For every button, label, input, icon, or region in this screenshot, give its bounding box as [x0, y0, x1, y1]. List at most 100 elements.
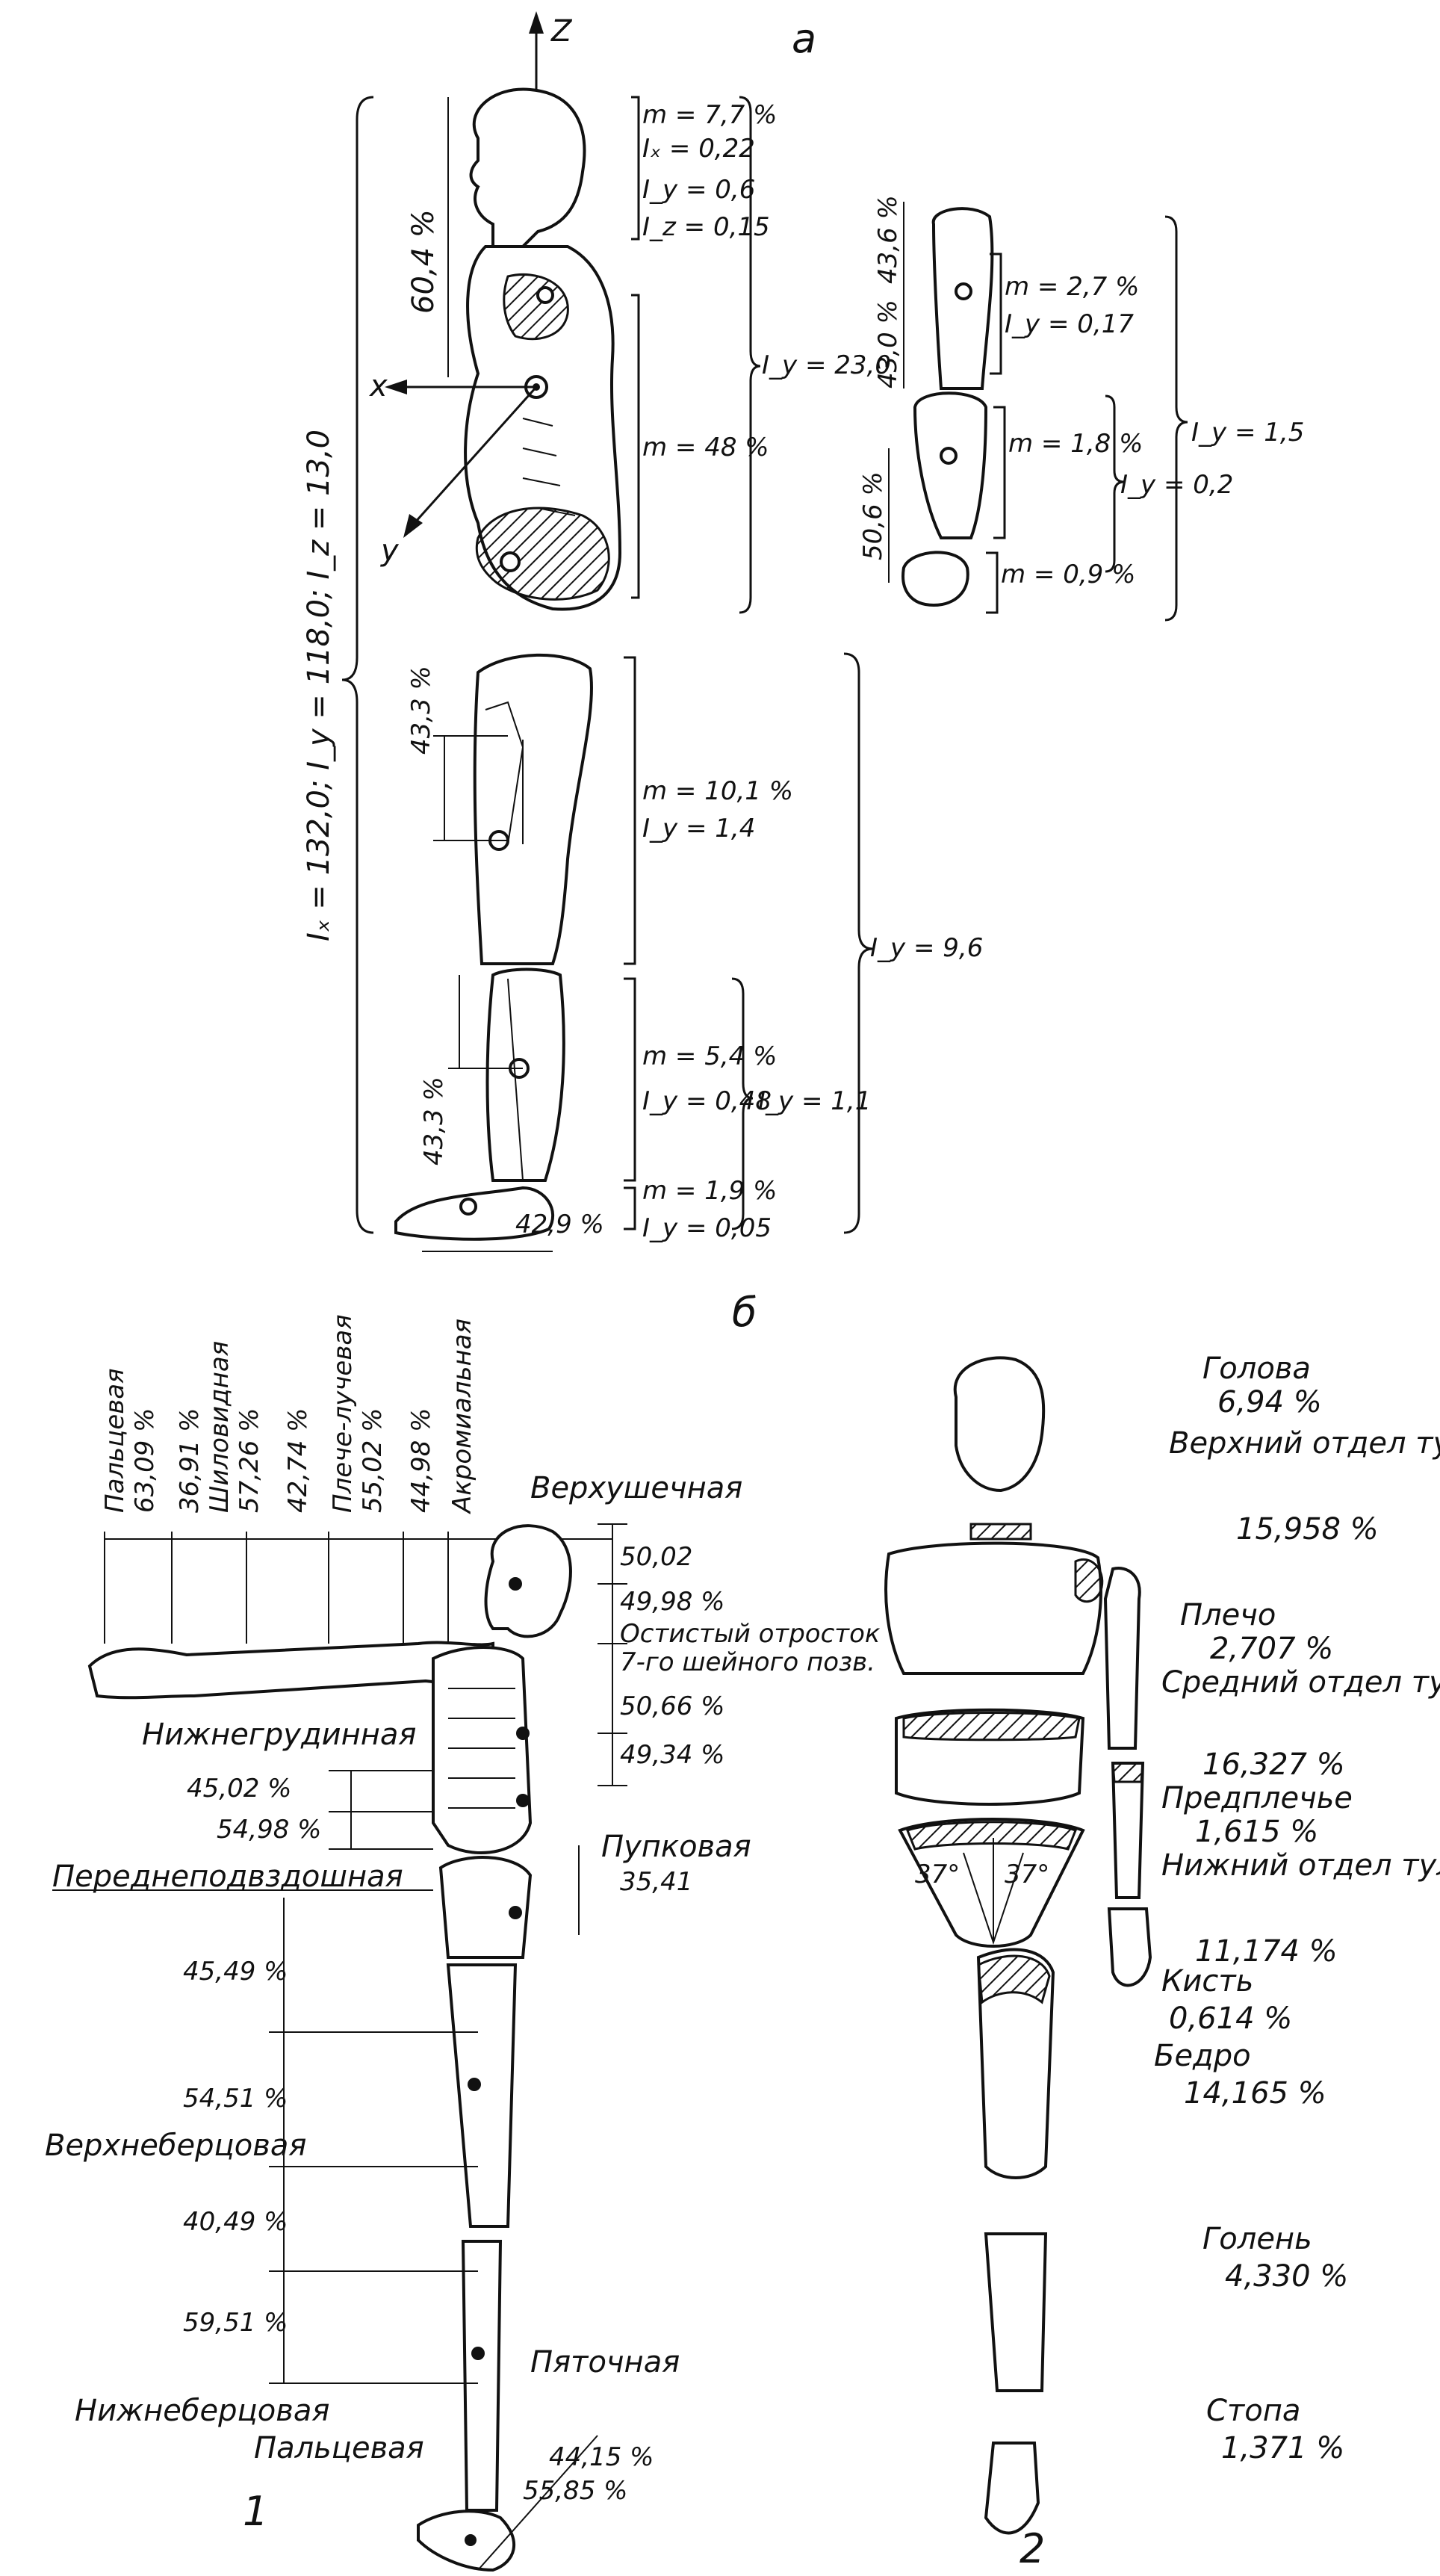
shank-foot-iy: I_y = 1,1 [758, 1086, 871, 1116]
panel-a-label: а [792, 15, 816, 62]
head-mass: m = 7,7 % [642, 100, 777, 130]
seg-thigh-name: Бедро [1154, 2039, 1251, 2073]
upper-arm-iy: I_y = 0,17 [1005, 309, 1134, 339]
seg-mid-trunk-val: 16,327 % [1202, 1747, 1345, 1782]
arm-pct-55: 55,02 % [358, 1408, 388, 1513]
arm-label-pleche: Плече-лучевая [328, 1314, 358, 1513]
z-axis-label: Z [550, 14, 573, 49]
panel-a-foot [394, 1186, 554, 1241]
seg-foot-val: 1,371 % [1221, 2431, 1344, 2465]
fig2-caption: 2 [1020, 2525, 1045, 2572]
trunk-mass: m = 48 % [642, 433, 769, 462]
paltsevaya-foot-label: Пальцевая [254, 2431, 424, 2465]
total-brace [341, 96, 374, 1234]
arm-pct-44: 44,98 % [406, 1408, 436, 1513]
leg-total-iy: I_y = 9,6 [870, 933, 983, 963]
trunk-iy: I_y = 23,0 [762, 350, 891, 380]
nizhneberts-label: Нижнеберцовая [75, 2394, 329, 2428]
seg-shoulder-val: 2,707 % [1210, 1632, 1333, 1666]
thigh-mass: m = 10,1 % [642, 776, 793, 806]
seg-lower-trunk-val: 11,174 % [1195, 1934, 1338, 1969]
seg-head-name: Голова [1202, 1352, 1311, 1386]
shank-val-1: 40,49 % [183, 2207, 288, 2237]
shank-val-2: 59,51 % [183, 2308, 288, 2338]
seg-shoulder-name: Плечо [1180, 1598, 1276, 1632]
trunk-val-1: 50,66 % [620, 1691, 724, 1721]
seg-foot-name: Стопа [1206, 2394, 1300, 2428]
pupkovaya-val: 35,41 [620, 1867, 692, 1897]
seg-lower-trunk-name: Нижний отдел туловища [1161, 1848, 1440, 1883]
fig2-segmented-body [884, 1356, 1152, 2535]
panel-a-arm [901, 207, 994, 607]
head-iy: I_y = 0,6 [642, 175, 755, 205]
seg-forearm-name: Предплечье [1161, 1781, 1353, 1815]
head-ix: Iₓ = 0,22 [642, 134, 755, 164]
trunk-val-2: 49,34 % [620, 1740, 724, 1770]
arm-pct-42: 42,74 % [283, 1408, 313, 1513]
fig1-caption: 1 [243, 2488, 268, 2535]
upper-arm-pct-top: 43,6 % [873, 195, 903, 284]
inertia-total: Iₓ = 132,0; I_y = 118,0; I_z = 13,0 [302, 430, 336, 941]
shank-pct: 43,3 % [419, 1077, 449, 1165]
seg-mid-trunk-name: Средний отдел туловища [1161, 1665, 1440, 1700]
seg-upper-trunk-name: Верхний отдел туловища [1169, 1426, 1440, 1461]
seg-thigh-val: 14,165 % [1184, 2076, 1326, 2111]
y-axis-label: y [380, 533, 400, 568]
seg-shank-name: Голень [1202, 2222, 1312, 2256]
verkhneberts-label: Верхнеберцовая [45, 2128, 306, 2163]
shank-iy: I_y = 0,48 [642, 1086, 772, 1116]
y-axis [413, 386, 538, 524]
nizhnegrudinnaya-label: Нижнегрудинная [142, 1718, 416, 1752]
ostisty-label-2: 7-го шейного позв. [620, 1647, 875, 1677]
arm-pct-36: 36,91 % [175, 1408, 205, 1513]
forearm-mass: m = 1,8 % [1008, 429, 1143, 459]
pupkovaya-label: Пупковая [601, 1830, 751, 1864]
seg-upper-trunk-val: 15,958 % [1236, 1512, 1379, 1546]
hand-mass: m = 0,9 % [1001, 560, 1135, 589]
thigh-val-2: 54,51 % [183, 2084, 288, 2114]
foot-mass: m = 1,9 % [642, 1176, 777, 1206]
foot-val-1: 44,15 % [549, 2442, 654, 2472]
fig1-arm-labels: Пальцевая 63,09 % 36,91 % Шиловидная 57,… [100, 1314, 477, 1514]
hand-pct: 50,6 % [858, 471, 888, 560]
thigh-iy: I_y = 1,4 [642, 814, 755, 843]
head-top-val: 50,02 [620, 1542, 692, 1572]
trunk-val-3: 45,02 % [187, 1774, 291, 1803]
trunk-val-4: 54,98 % [217, 1815, 321, 1845]
arm-label-shilovidnaya: Шиловидная [205, 1341, 235, 1513]
ostisty-label: Остистый отросток [620, 1619, 881, 1649]
arm-total-iy: I_y = 1,5 [1191, 418, 1304, 448]
upper-arm-mass: m = 2,7 % [1005, 272, 1139, 302]
fig1-skeleton [87, 1524, 572, 2572]
thigh-pct: 43,3 % [406, 666, 436, 755]
upper-arm-pct: 43,0 % [873, 300, 903, 388]
arm-pct-63: 63,09 % [130, 1408, 160, 1513]
verkhushechnaya-label: Верхушечная [530, 1471, 742, 1505]
seg-shank-val: 4,330 % [1225, 2259, 1348, 2294]
seg-head-val: 6,94 % [1217, 1385, 1322, 1419]
seg-hand-val: 0,614 % [1169, 2001, 1292, 2036]
seg-forearm-val: 1,615 % [1195, 1815, 1318, 1849]
angle-left: 37° [915, 1860, 960, 1889]
thigh-val-1: 45,49 % [183, 1957, 288, 1987]
head-pct: 60,4 % [406, 209, 441, 314]
shank-mass: m = 5,4 % [642, 1041, 777, 1071]
perednepodvzdoshnaya-label: Переднеподвздошная [52, 1860, 403, 1894]
panel-a-shank [485, 967, 565, 1182]
panel-a-head-trunk [464, 87, 622, 611]
seg-hand-name: Кисть [1161, 1964, 1253, 1998]
head-iz: I_z = 0,15 [642, 212, 770, 242]
foot-iy: I_y = 0,05 [642, 1213, 772, 1243]
arm-label-paltsevaya: Пальцевая [100, 1368, 130, 1513]
panel-a-thigh [473, 653, 593, 965]
pyatochnaya-label: Пяточная [530, 2345, 680, 2380]
head-bot-val: 49,98 % [620, 1587, 724, 1617]
arm-label-akromialnaya: Акромиальная [447, 1319, 477, 1514]
angle-right: 37° [1005, 1860, 1049, 1889]
panel-b-label: б [732, 1289, 757, 1336]
x-axis-label: x [368, 369, 388, 403]
foot-pct: 42,9 % [515, 1210, 604, 1239]
foot-val-2: 55,85 % [523, 2476, 627, 2506]
arm-pct-57: 57,26 % [235, 1408, 264, 1513]
